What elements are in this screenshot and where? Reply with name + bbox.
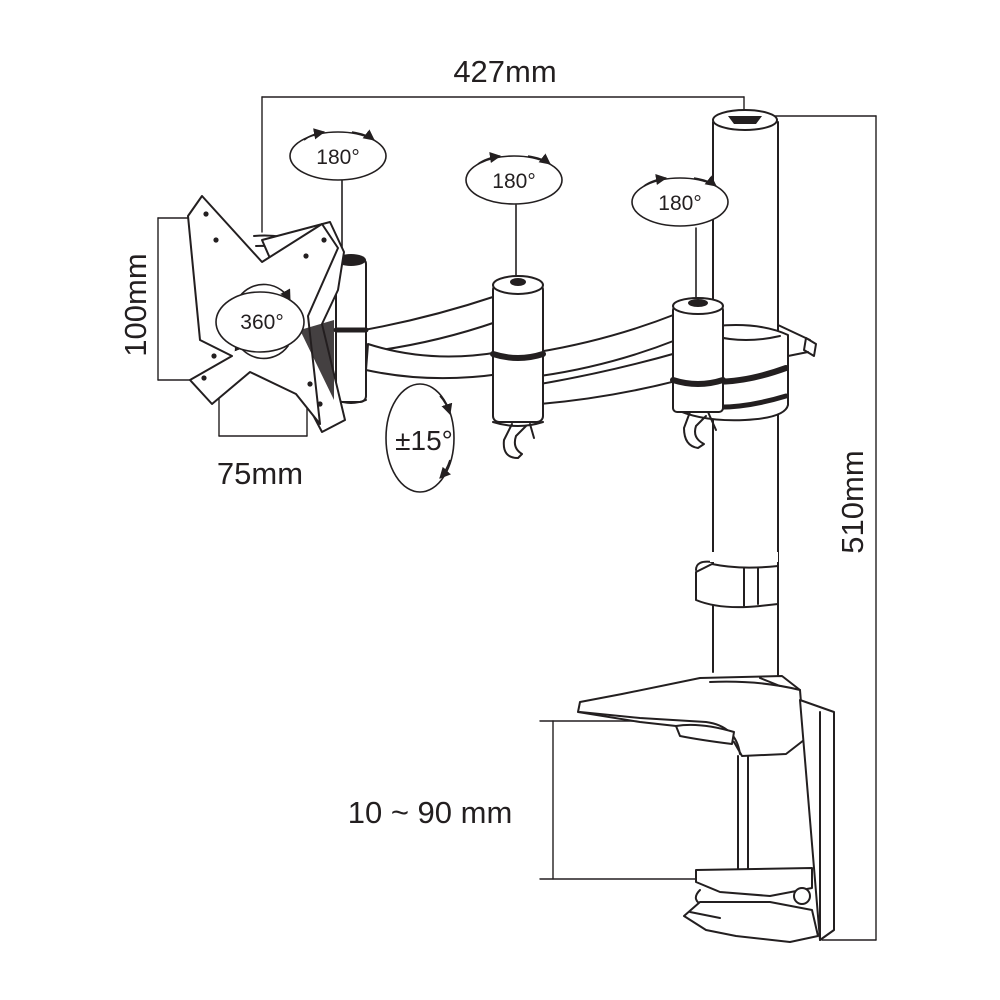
rotation-callouts	[215, 128, 729, 493]
head-swivel-label: 180°	[316, 146, 359, 169]
width-total-label: 427mm	[453, 54, 556, 89]
mid-joint	[490, 275, 546, 459]
mid-joint-label: 180°	[492, 170, 535, 193]
vesa-width-label: 75mm	[217, 456, 303, 491]
tilt-ellipse	[385, 383, 455, 493]
arm-segment-inner	[363, 295, 501, 380]
pole-joint-label: 180°	[658, 192, 701, 215]
vesa-height-label: 100mm	[118, 253, 153, 356]
desk-clamp	[683, 699, 835, 943]
mid-joint-ellipse	[465, 155, 563, 205]
plate-rotation-label: 360°	[240, 311, 283, 334]
callout-leaders	[341, 179, 697, 301]
head-swivel-ellipse	[289, 131, 387, 181]
arm-segment-outer	[537, 313, 681, 405]
pole-joint-ellipse	[631, 177, 729, 227]
height-total-label: 510mm	[835, 450, 870, 553]
pole-joint	[670, 297, 726, 449]
dimension-lines	[157, 96, 877, 941]
clamp-range-label: 10 ~ 90 mm	[348, 795, 513, 830]
plate-rotation-ellipse	[215, 291, 305, 353]
desk-base	[577, 675, 805, 757]
cable-clip	[695, 552, 779, 609]
tilt-label: ±15°	[395, 425, 453, 456]
